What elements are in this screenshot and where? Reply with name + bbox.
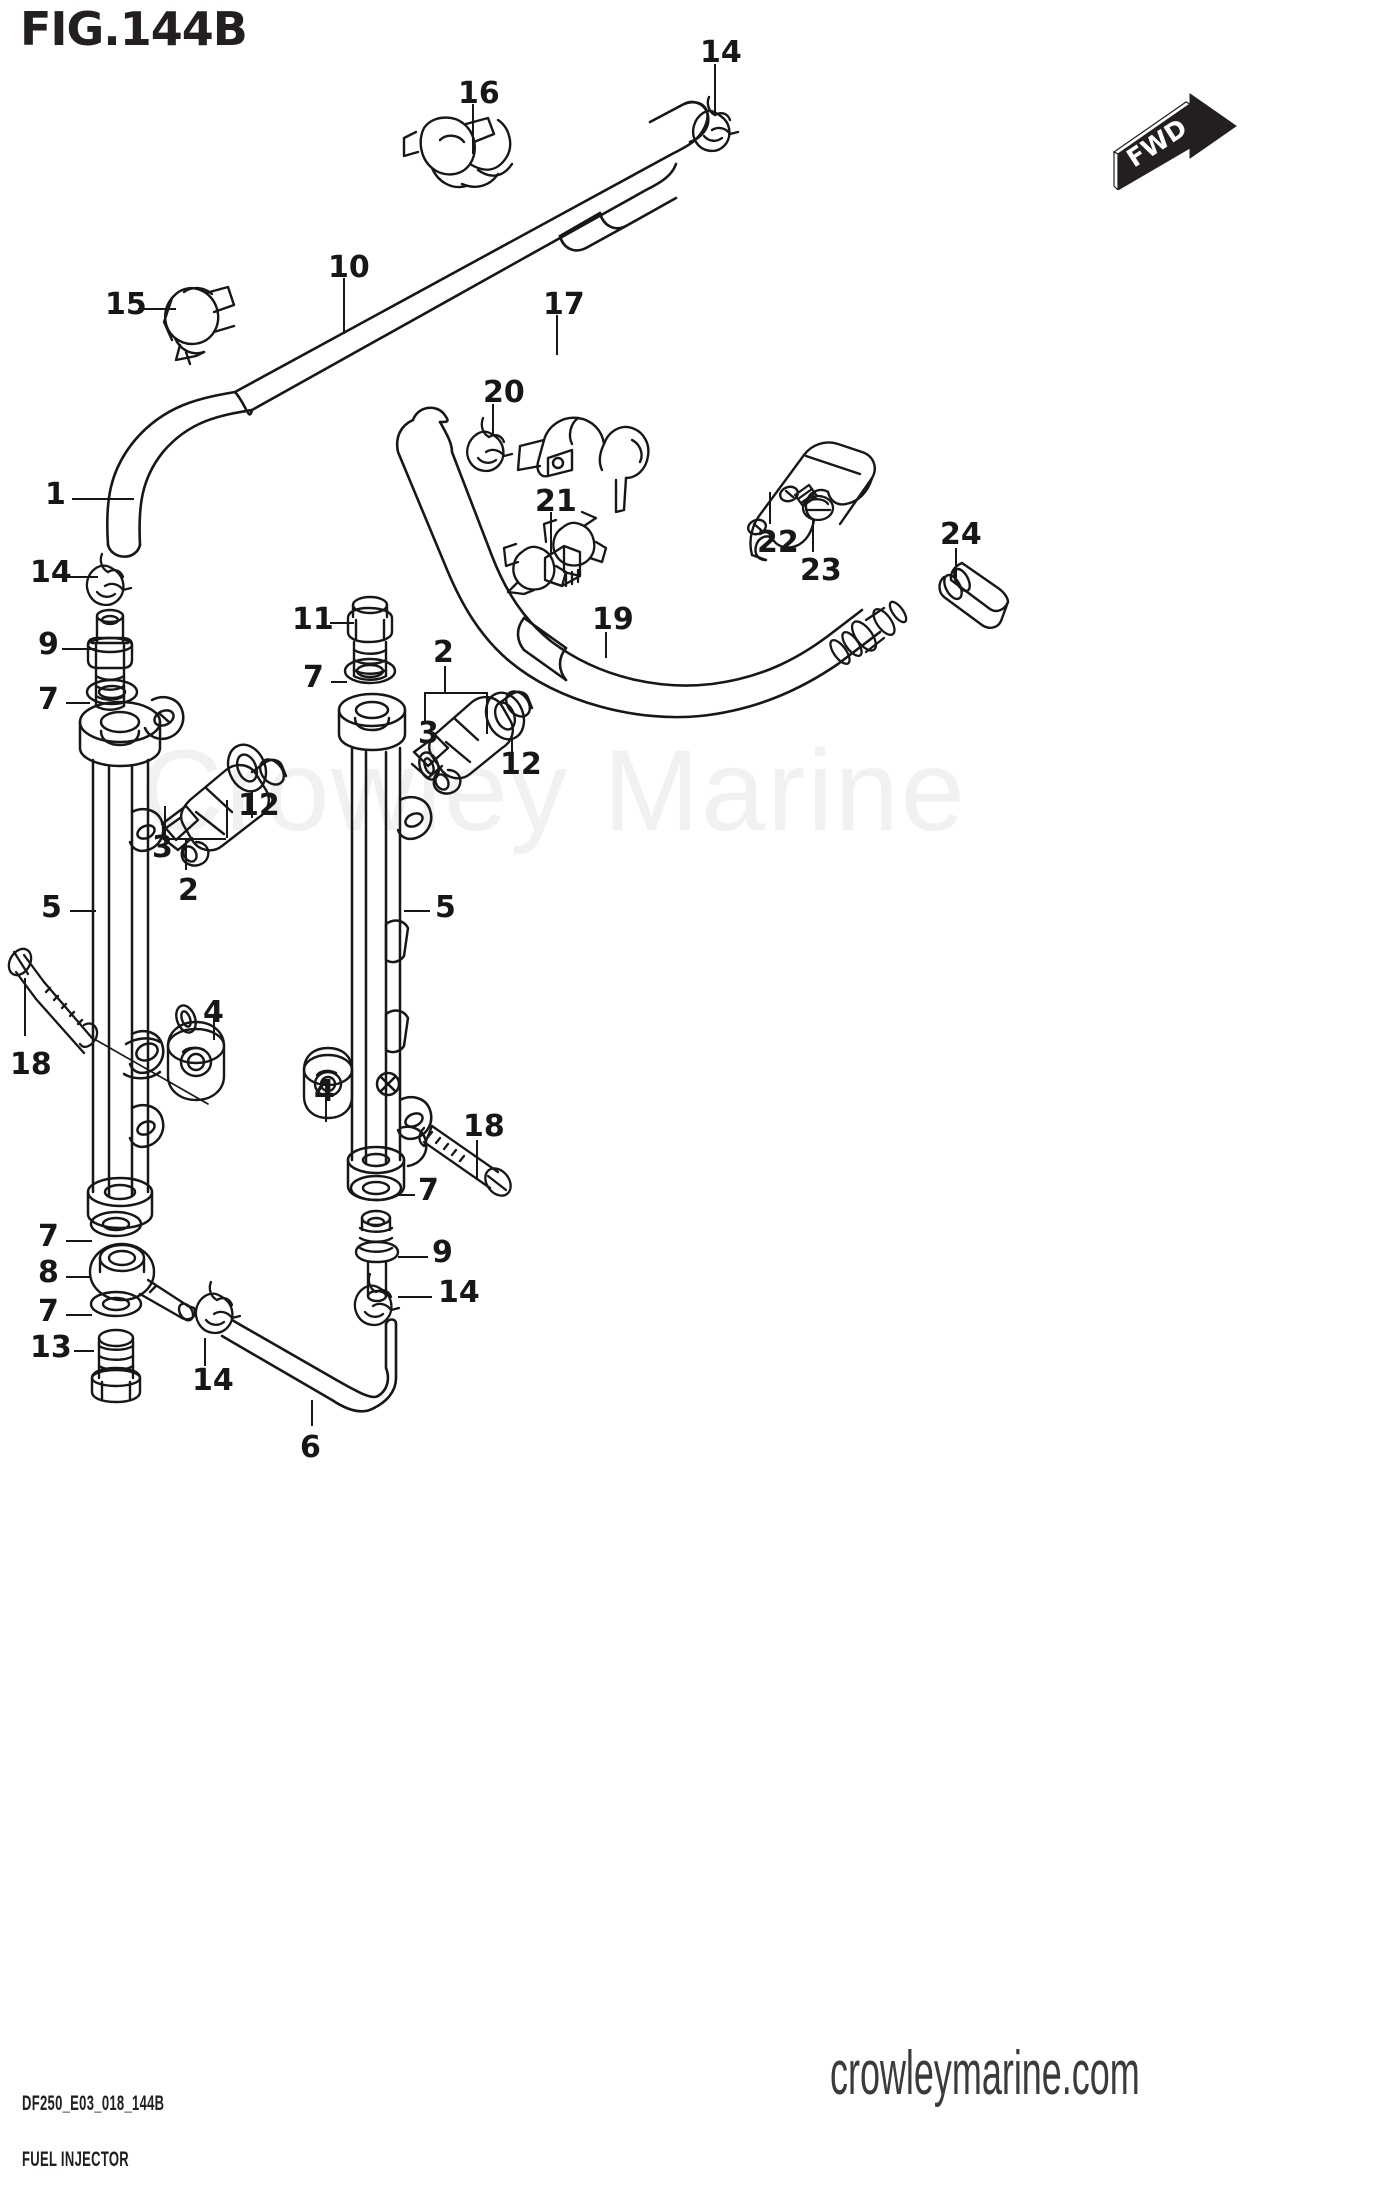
leader-3b [424, 692, 426, 722]
callout-17: 17 [543, 287, 585, 322]
leader-7a [66, 702, 90, 704]
leader-22 [769, 492, 771, 524]
leader-24 [955, 548, 957, 578]
leader-11 [330, 622, 354, 624]
callout-13: 13 [30, 1330, 72, 1365]
leader-10 [343, 278, 345, 334]
callout-9-b: 9 [432, 1235, 453, 1270]
brand-url: crowleymarine.com [830, 2039, 1140, 2108]
leader-7e [399, 1194, 415, 1196]
fwd-arrow-icon: FWD [1112, 90, 1242, 192]
callout-8: 8 [38, 1255, 59, 1290]
leader-5a [70, 910, 96, 912]
leader-12a [251, 790, 253, 818]
leader-7d [66, 1314, 92, 1316]
leader-9b [398, 1256, 428, 1258]
callout-14-d: 14 [192, 1363, 234, 1398]
callout-7-c: 7 [38, 1219, 59, 1254]
callout-1: 1 [45, 477, 66, 512]
leader-4a [213, 1018, 215, 1040]
leader-6 [311, 1400, 313, 1426]
leader-3a [164, 806, 166, 838]
callout-15: 15 [105, 287, 147, 322]
callout-5-left: 5 [41, 890, 62, 925]
callout-7-b: 7 [303, 660, 324, 695]
leader-2b-r [486, 692, 488, 734]
leader-8 [66, 1276, 90, 1278]
callout-7-e: 7 [418, 1173, 439, 1208]
callout-3-left: 3 [152, 830, 173, 865]
leader-5b [404, 910, 430, 912]
callout-14-b: 14 [30, 555, 72, 590]
leader-9a [62, 648, 96, 650]
leader-2a-h [164, 838, 226, 840]
leader-2b-h [424, 692, 486, 694]
leader-17 [556, 315, 558, 355]
callout-10: 10 [328, 250, 370, 285]
leader-1 [72, 498, 134, 500]
callout-12-b: 12 [500, 747, 542, 782]
callout-2-right: 2 [433, 635, 454, 670]
callout-12-a: 12 [238, 788, 280, 823]
leader-2a-r [226, 800, 228, 838]
leader-14c [398, 1296, 432, 1298]
leader-15 [138, 308, 176, 310]
callout-3-right: 3 [418, 716, 439, 751]
leader-13 [74, 1350, 94, 1352]
leader-21 [550, 512, 552, 554]
leader-7b [331, 681, 347, 683]
leader-23 [812, 518, 814, 552]
callout-4-right: 4 [314, 1074, 335, 1109]
callout-14-c: 14 [438, 1275, 480, 1310]
callout-21: 21 [535, 484, 577, 519]
callout-6: 6 [300, 1430, 321, 1465]
leader-7c [66, 1240, 92, 1242]
callout-14-a: 14 [700, 35, 742, 70]
callout-18-a: 18 [10, 1047, 52, 1082]
leader-19 [605, 632, 607, 658]
callout-9-a: 9 [38, 627, 59, 662]
leader-18a [24, 978, 26, 1036]
callout-5-right: 5 [435, 890, 456, 925]
leader-12b [511, 738, 513, 764]
leader-18b [476, 1140, 478, 1180]
callout-20: 20 [483, 375, 525, 410]
callout-24: 24 [940, 517, 982, 552]
callout-7-d: 7 [38, 1294, 59, 1329]
callout-4-left: 4 [203, 995, 224, 1030]
callout-16: 16 [458, 76, 500, 111]
page-title: FIG.144B [20, 2, 248, 56]
leader-2b [444, 666, 446, 692]
leader-20 [492, 404, 494, 436]
callout-23: 23 [800, 553, 842, 588]
leader-16 [472, 104, 474, 154]
leader-2a [185, 838, 187, 870]
callout-18-b: 18 [463, 1109, 505, 1144]
watermark-text: Crowley Marine [140, 727, 967, 855]
callout-2-left: 2 [178, 873, 199, 908]
leader-14a [714, 64, 716, 114]
leader-14d [204, 1338, 206, 1366]
diagram-code: DF250_E03_018_144B [22, 2092, 165, 2115]
callout-22: 22 [757, 525, 799, 560]
callout-7-a: 7 [38, 682, 59, 717]
leader-14b [68, 576, 98, 578]
leader-4b [325, 1098, 327, 1122]
callout-11: 11 [292, 602, 334, 637]
callout-19: 19 [592, 602, 634, 637]
diagram-caption: FUEL INJECTOR [22, 2148, 130, 2171]
